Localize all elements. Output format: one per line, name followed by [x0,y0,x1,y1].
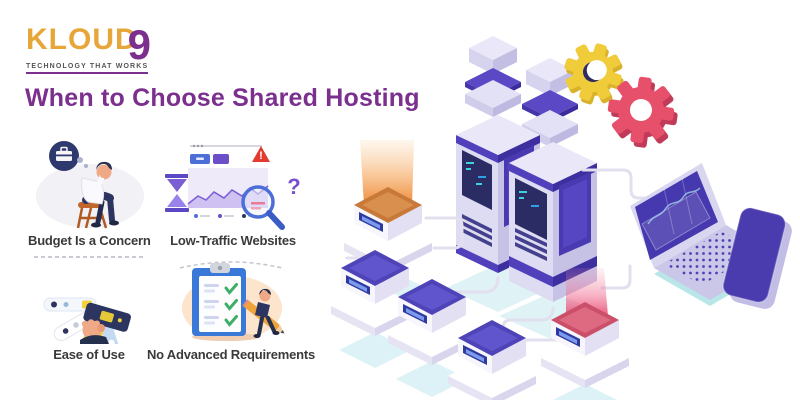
smartphone [722,207,792,309]
logo-wordmark: KLOUD9 [26,14,151,66]
warning-triangle-icon: ! [252,146,270,162]
orange-light-beam [360,140,414,206]
logo-brand-text: KLOUD [26,23,138,56]
person-with-pencil [242,288,285,338]
server-tower-right [509,142,597,302]
worried-person [81,161,119,228]
hourglass-icon [165,174,189,212]
logo-number-9: 9 [127,21,152,68]
traffic-chart-magnifier-illustration: ! ? [165,144,301,230]
gear-yellow-icon [564,43,624,105]
browser-header [190,144,262,148]
logo-tagline: TECHNOLOGY THAT WORKS [26,63,149,74]
thought-bubble-briefcase-icon [49,141,88,171]
kloud9-logo: KLOUD9 TECHNOLOGY THAT WORKS [26,14,151,74]
item-budget: Budget Is a Concern [28,138,151,248]
tool-body [83,302,131,332]
worried-person-on-stool-illustration [36,141,144,229]
svg-text:!: ! [259,150,263,162]
item-low-traffic-label: Low-Traffic Websites [170,233,296,248]
item-low-traffic: ! ? Low-Traffic Websites [158,138,308,248]
hand-holding-multitool-illustration [34,256,144,344]
dashed-arc [179,261,283,269]
magnifier-icon [241,185,285,230]
item-no-advanced-requirements: No Advanced Requirements [146,252,316,362]
hand [80,319,109,344]
item-ease-of-use: Ease of Use [28,252,150,362]
item-budget-label: Budget Is a Concern [28,233,151,248]
item-ease-of-use-label: Ease of Use [53,347,125,362]
pink-light-beam [566,268,608,316]
question-mark: ? [287,174,300,199]
clipboard-checklist [192,263,260,341]
shared-hosting-network-illustration [331,36,792,400]
checklist-clipboard-illustration [179,261,285,341]
item-no-advanced-requirements-label: No Advanced Requirements [146,347,316,362]
button-label-dash [196,157,204,160]
gear-pink-icon [607,76,678,148]
purple-button [213,154,229,164]
page-title: When to Choose Shared Hosting [25,84,420,112]
